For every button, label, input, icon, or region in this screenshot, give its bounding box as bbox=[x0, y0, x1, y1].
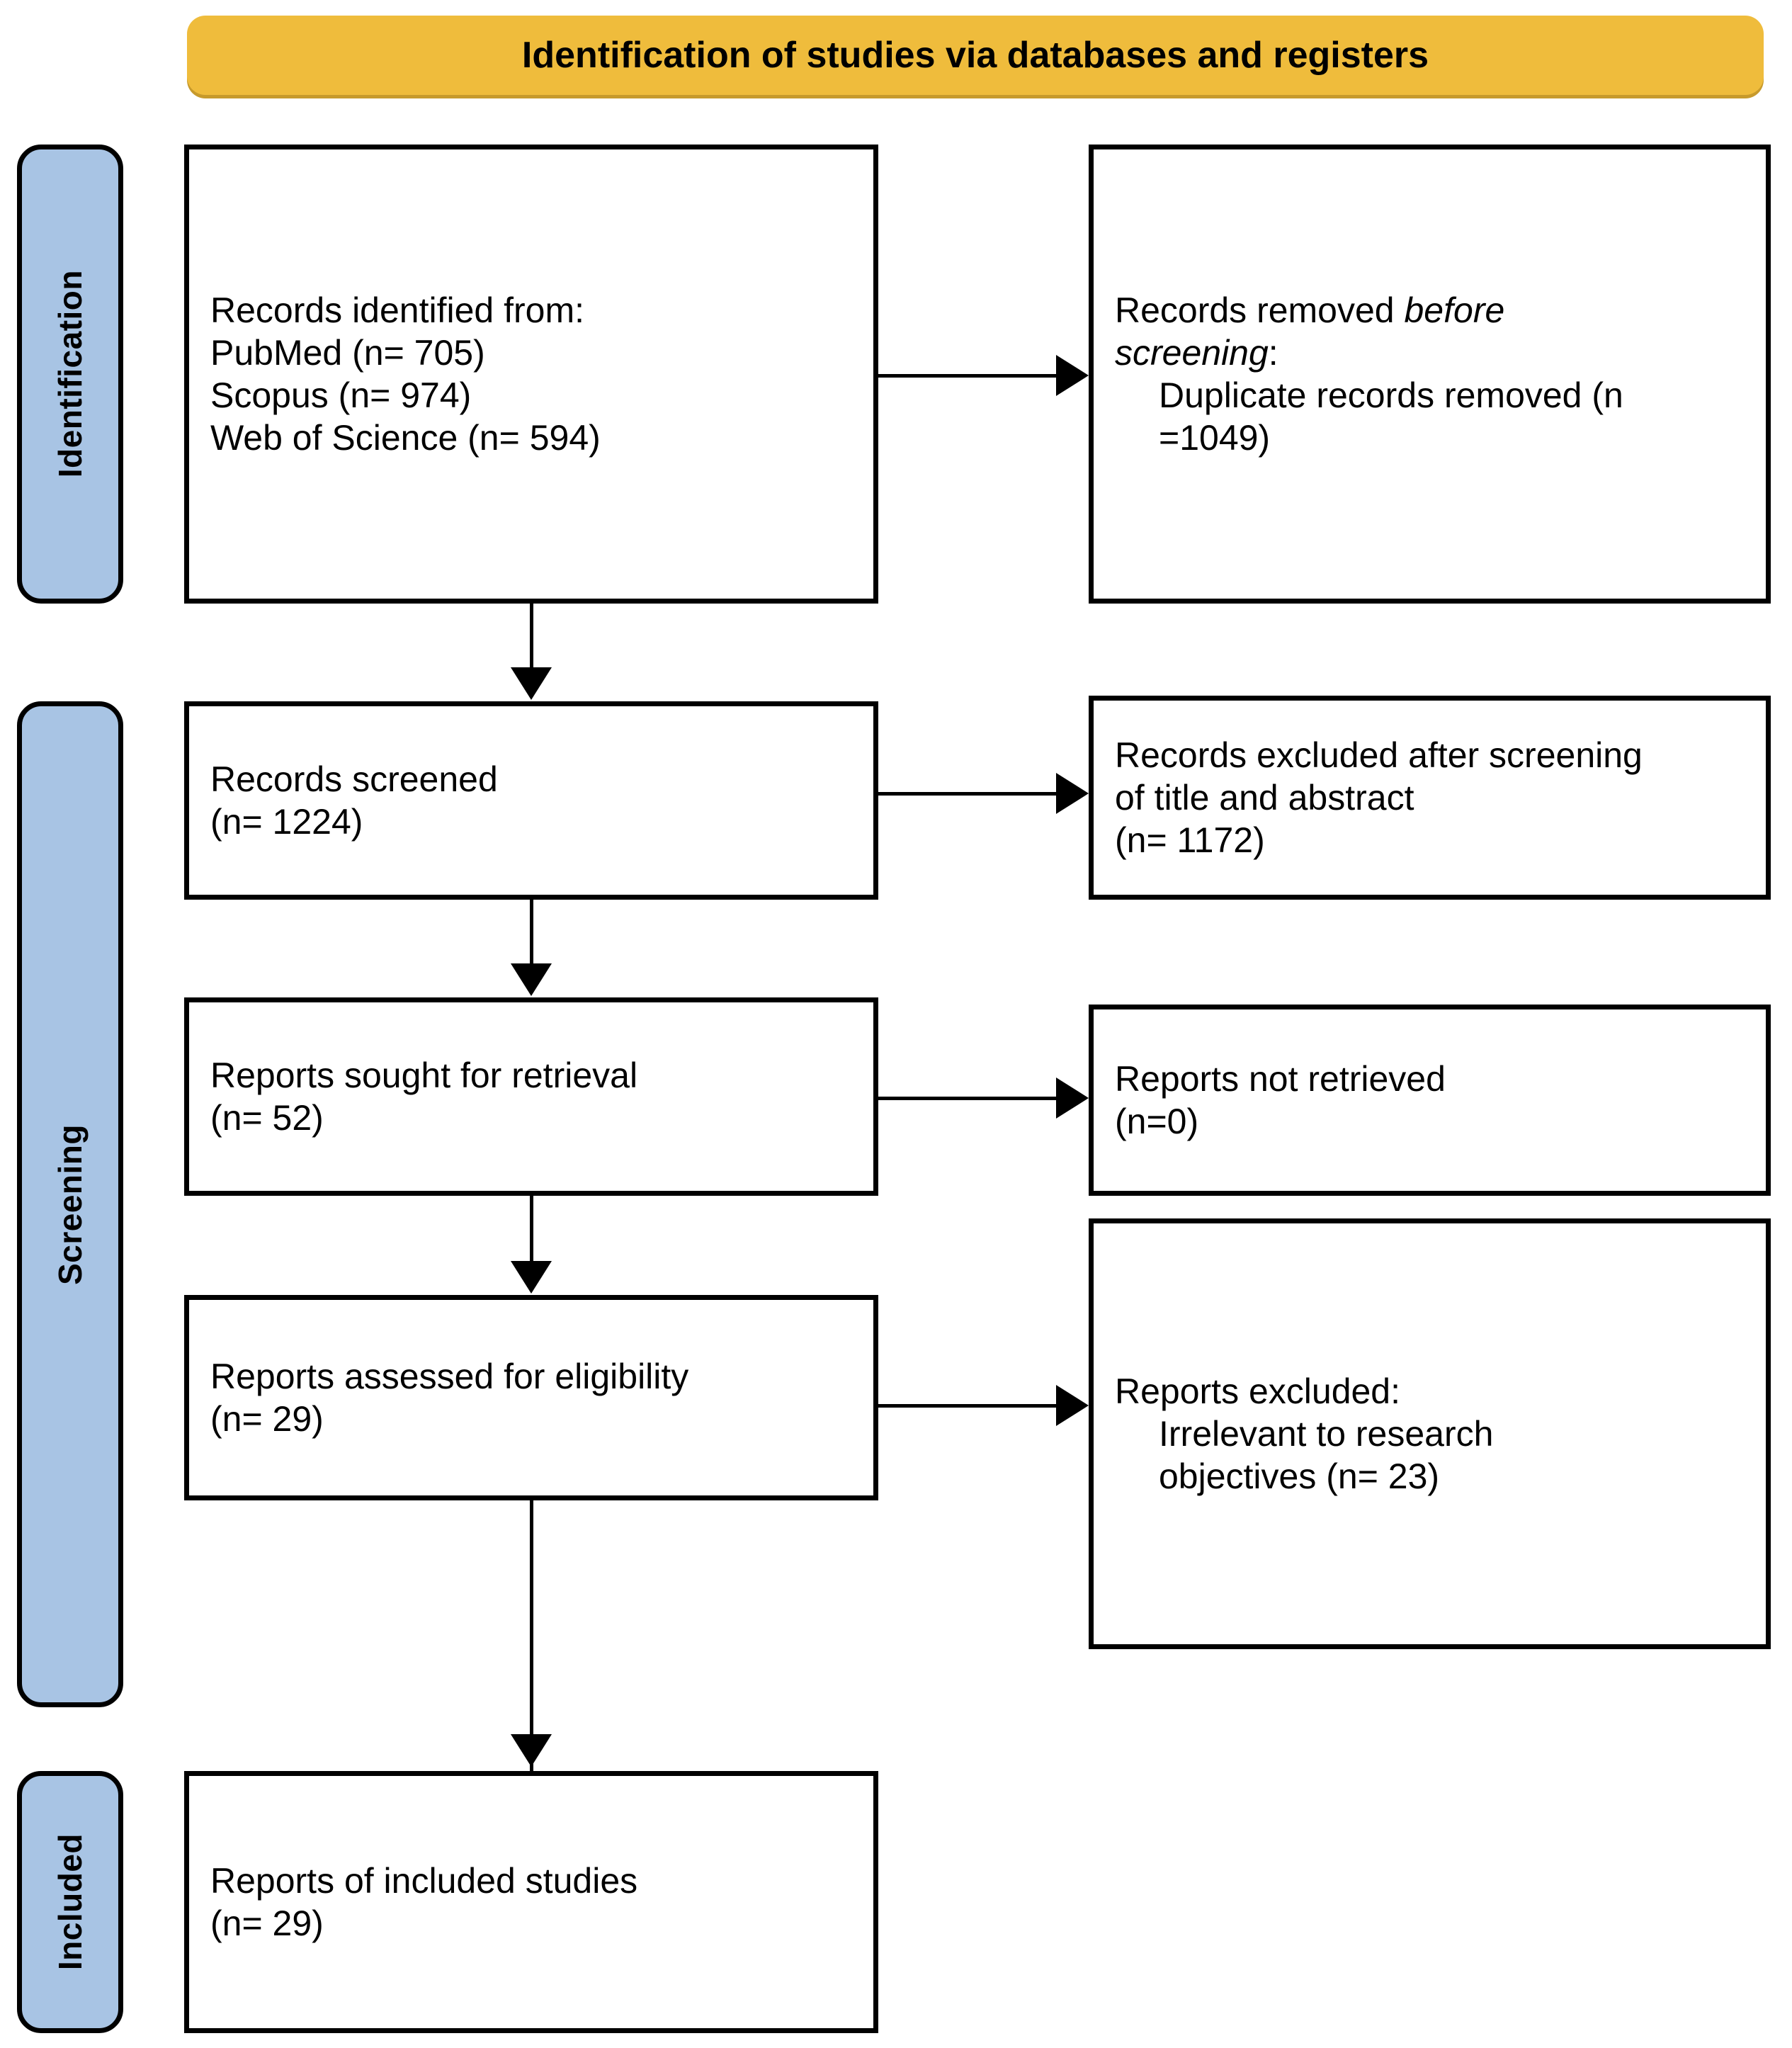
connector-identified-to-removed-line bbox=[878, 374, 1056, 378]
reports-excluded-line-3: objectives (n= 23) bbox=[1159, 1456, 1440, 1496]
phase-label-included: Included bbox=[17, 1771, 123, 2033]
connector-screened-to-sought-line bbox=[530, 900, 533, 963]
connector-screened-to-excluded-arrowhead bbox=[1056, 773, 1089, 814]
node-reports-not-retrieved: Reports not retrieved (n=0) bbox=[1089, 1005, 1771, 1196]
records-screened-line-2: (n= 1224) bbox=[210, 802, 363, 842]
connector-assessed-to-excluded-arrowhead bbox=[1056, 1385, 1089, 1426]
diagram-title-banner: Identification of studies via databases … bbox=[187, 16, 1764, 95]
reports-excluded-line-2: Irrelevant to research bbox=[1159, 1414, 1494, 1454]
records-removed-line-3: Duplicate records removed (n bbox=[1159, 375, 1623, 415]
records-identified-line-4: Web of Science (n= 594) bbox=[210, 418, 601, 458]
records-removed-italic-screening: screening bbox=[1115, 333, 1269, 373]
reports-sought-line-2: (n= 52) bbox=[210, 1098, 324, 1138]
connector-identified-to-screened-line bbox=[530, 604, 533, 667]
reports-included-line-2: (n= 29) bbox=[210, 1903, 324, 1943]
node-reports-sought: Reports sought for retrieval (n= 52) bbox=[184, 997, 878, 1196]
reports-assessed-line-2: (n= 29) bbox=[210, 1399, 324, 1439]
records-identified-line-2: PubMed (n= 705) bbox=[210, 333, 485, 373]
diagram-title-text: Identification of studies via databases … bbox=[521, 35, 1429, 76]
node-records-removed: Records removed before screening: Duplic… bbox=[1089, 145, 1771, 604]
connector-screened-to-excluded-line bbox=[878, 792, 1056, 796]
phase-label-screening-text: Screening bbox=[52, 1124, 89, 1285]
node-reports-included: Reports of included studies (n= 29) bbox=[184, 1771, 878, 2033]
phase-label-identification: Identification bbox=[17, 145, 123, 604]
records-removed-line-2: screening: bbox=[1115, 332, 1745, 374]
phase-label-identification-text: Identification bbox=[52, 270, 89, 478]
reports-not-retrieved-line-1: Reports not retrieved bbox=[1115, 1059, 1446, 1099]
connector-sought-to-not-retrieved-arrowhead bbox=[1056, 1077, 1089, 1119]
phase-label-included-text: Included bbox=[52, 1833, 89, 1971]
reports-sought-line-1: Reports sought for retrieval bbox=[210, 1056, 638, 1095]
records-identified-line-3: Scopus (n= 974) bbox=[210, 375, 472, 415]
connector-identified-to-removed-arrowhead bbox=[1056, 355, 1089, 396]
connector-screened-to-sought-arrowhead bbox=[511, 963, 552, 996]
connector-sought-to-not-retrieved-line bbox=[878, 1097, 1056, 1100]
node-records-screened: Records screened (n= 1224) bbox=[184, 701, 878, 900]
records-removed-prefix: Records removed bbox=[1115, 290, 1405, 330]
connector-assessed-to-excluded-line bbox=[878, 1404, 1056, 1408]
reports-assessed-line-1: Reports assessed for eligibility bbox=[210, 1357, 689, 1396]
phase-label-screening: Screening bbox=[17, 701, 123, 1707]
node-reports-assessed: Reports assessed for eligibility (n= 29) bbox=[184, 1295, 878, 1500]
records-removed-italic-before: before bbox=[1404, 290, 1505, 330]
connector-identified-to-screened-arrowhead bbox=[511, 667, 552, 700]
reports-not-retrieved-line-2: (n=0) bbox=[1115, 1102, 1199, 1141]
connector-assessed-to-included-line bbox=[530, 1500, 533, 1777]
connector-sought-to-assessed-arrowhead bbox=[511, 1261, 552, 1294]
records-screened-line-1: Records screened bbox=[210, 759, 498, 799]
records-identified-line-1: Records identified from: bbox=[210, 290, 585, 330]
connector-sought-to-assessed-line bbox=[530, 1196, 533, 1261]
records-removed-colon: : bbox=[1268, 333, 1278, 373]
connector-assessed-to-included-arrowhead bbox=[511, 1734, 552, 1767]
records-excluded-line-3: (n= 1172) bbox=[1115, 820, 1265, 860]
records-excluded-line-1: Records excluded after screening bbox=[1115, 735, 1643, 775]
reports-included-line-1: Reports of included studies bbox=[210, 1861, 638, 1901]
records-removed-line-1: Records removed before bbox=[1115, 289, 1745, 332]
reports-excluded-line-1: Reports excluded: bbox=[1115, 1371, 1401, 1411]
records-excluded-line-2: of title and abstract bbox=[1115, 778, 1414, 817]
node-reports-excluded: Reports excluded: Irrelevant to research… bbox=[1089, 1218, 1771, 1649]
records-removed-line-4: =1049) bbox=[1159, 418, 1271, 458]
node-records-identified: Records identified from: PubMed (n= 705)… bbox=[184, 145, 878, 604]
node-records-excluded: Records excluded after screening of titl… bbox=[1089, 696, 1771, 900]
